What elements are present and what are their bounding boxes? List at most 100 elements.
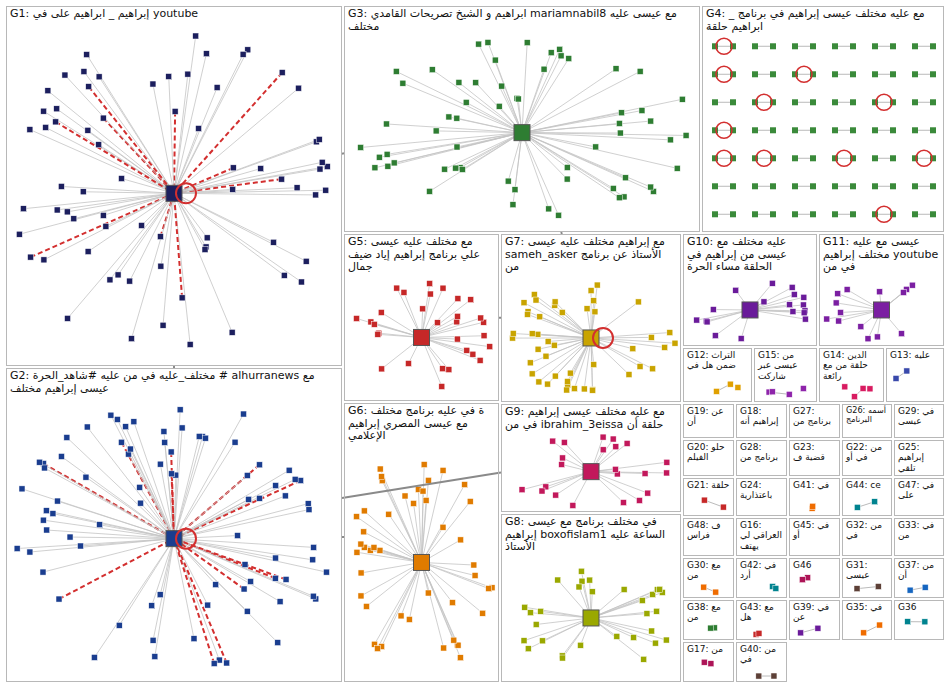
tie (48, 91, 174, 194)
vertex (14, 546, 20, 552)
tie (43, 520, 174, 538)
group-panel: G38: مع من (683, 600, 734, 640)
group-title: G46 (790, 559, 839, 571)
tie (409, 562, 421, 619)
vertex (559, 461, 565, 467)
vertex (800, 302, 806, 308)
vertex (108, 412, 114, 418)
vertex (578, 568, 584, 574)
vertex (439, 384, 445, 390)
vertex (674, 165, 680, 171)
tie (422, 562, 461, 657)
tie (174, 50, 248, 194)
group-network (766, 386, 806, 398)
tie (361, 562, 421, 572)
vertex (20, 206, 26, 212)
tie (522, 69, 616, 133)
vertex (310, 557, 316, 563)
vertex (196, 125, 202, 131)
vertex (272, 575, 278, 581)
vertex (157, 461, 163, 467)
vertex (279, 176, 285, 182)
tie (513, 133, 522, 205)
vertex (798, 630, 804, 636)
vertex (375, 646, 381, 652)
tie (65, 75, 174, 193)
vertex (533, 297, 539, 303)
tie (522, 133, 624, 197)
group-network (798, 625, 821, 636)
vertex (271, 239, 277, 245)
vertex (282, 493, 288, 499)
tie (174, 111, 175, 193)
tie (445, 133, 522, 170)
vertex (752, 155, 758, 161)
vertex (922, 584, 928, 590)
tie (174, 539, 214, 664)
vertex (667, 137, 673, 143)
vertex (650, 366, 656, 372)
vertex (224, 660, 230, 666)
vertex (616, 195, 622, 201)
vertex (810, 211, 816, 217)
vertex (213, 582, 219, 588)
vertex (738, 336, 744, 342)
group-panel: G26: أسمه البرنامج (842, 404, 892, 438)
vertex (246, 496, 252, 502)
group-panel: G11: عيسى مع عليه مختلف إبراهيم youtube … (819, 234, 944, 346)
vertex (470, 351, 476, 357)
group-panel: G3: ابراهيم و الشيخ تصريحات القامدي mari… (344, 6, 700, 232)
vertex (446, 114, 452, 120)
group-network (14, 407, 329, 667)
vertex (552, 373, 558, 379)
tie (357, 319, 422, 338)
group-panel: G31: عيسى (842, 558, 892, 598)
vertex (115, 272, 121, 278)
vertex (64, 435, 70, 441)
vertex (423, 497, 429, 503)
tie (525, 607, 591, 618)
vertex (654, 608, 660, 614)
tie (488, 42, 522, 132)
vertex (400, 80, 406, 86)
vertex (720, 504, 726, 510)
tie (61, 186, 174, 193)
tie (522, 53, 551, 133)
group-title: G31: عيسى (843, 559, 891, 582)
vertex (114, 416, 120, 422)
vertex (91, 654, 97, 660)
vertex (433, 128, 439, 134)
tie (522, 56, 561, 133)
tie (174, 414, 244, 539)
tie (70, 537, 174, 539)
vertex (593, 144, 599, 150)
tie (84, 72, 174, 194)
group-panel: G4: مع عليه مختلف عيسى إبراهيم في برنامج… (702, 6, 944, 232)
tie (56, 122, 174, 193)
vertex (752, 71, 758, 77)
tie (169, 77, 174, 194)
vertex (566, 56, 572, 62)
vertex (96, 142, 102, 148)
group-title: G40: من في (737, 643, 786, 666)
group-network (354, 462, 496, 661)
vertex (645, 490, 651, 496)
tie (30, 130, 174, 194)
vertex (529, 331, 535, 337)
hub-vertex (583, 464, 599, 480)
vertex (637, 363, 643, 369)
vertex (710, 307, 716, 313)
vertex (912, 71, 918, 77)
vertex (648, 184, 654, 190)
vertex (393, 68, 399, 74)
vertex (378, 309, 384, 315)
tie (174, 438, 205, 538)
tie (591, 333, 670, 338)
group-panel: G39: في عن (789, 600, 840, 640)
vertex (773, 585, 779, 591)
vertex (657, 586, 663, 592)
vertex (815, 625, 821, 631)
tie (522, 472, 591, 490)
vertex (872, 499, 878, 505)
tie (174, 193, 274, 242)
